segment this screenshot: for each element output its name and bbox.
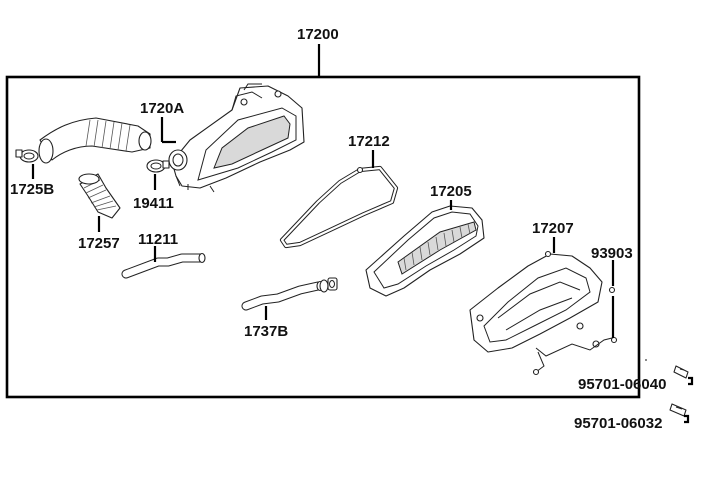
hose-clamp-1725b — [15, 149, 39, 163]
air-cleaner-cover-17207 — [469, 250, 603, 353]
intake-duct — [38, 117, 152, 164]
part-label-19411: 19411 — [133, 195, 174, 212]
part-label-17207: 17207 — [532, 220, 574, 237]
bellows-tube — [78, 173, 121, 219]
hose-clamp-19411 — [146, 159, 170, 173]
bolt-95701-06040 — [645, 359, 689, 379]
breather-hose-1737b — [241, 280, 324, 311]
gasket-17212 — [279, 165, 399, 249]
part-label-1725B: 1725B — [10, 181, 54, 198]
bolt-95701-06032 — [669, 403, 687, 417]
part-label-17257: 17257 — [78, 235, 120, 252]
part-label-95701-06040: 95701-06040 — [578, 376, 666, 393]
drain-hose-11211 — [121, 252, 206, 279]
filter-element-17205 — [365, 205, 485, 297]
part-label-17205: 17205 — [430, 183, 472, 200]
part-label-11211: 11211 — [138, 231, 178, 248]
part-label-95701-06032: 95701-06032 — [574, 415, 662, 432]
part-label-17212: 17212 — [348, 133, 390, 150]
hose-fitting — [319, 277, 338, 293]
assembly-label: 17200 — [297, 26, 339, 43]
part-label-1720A: 1720A — [140, 100, 184, 117]
part-label-1737B: 1737B — [244, 323, 288, 340]
seal-strip-93903 — [532, 286, 618, 376]
air-cleaner-case — [168, 83, 305, 193]
leader-lines — [31, 117, 694, 424]
assembly-frame — [5, 75, 641, 399]
part-label-93903: 93903 — [591, 245, 633, 262]
